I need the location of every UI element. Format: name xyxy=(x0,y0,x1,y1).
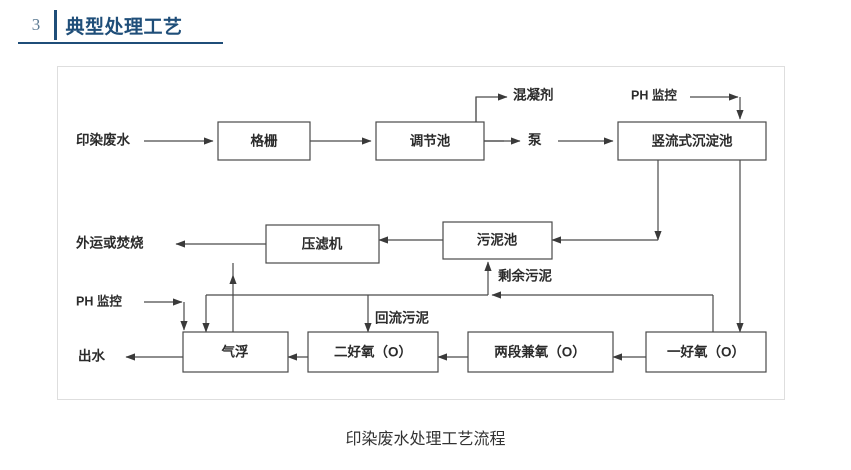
node-label-sludge-tank: 污泥池 xyxy=(477,232,518,248)
node-aerobic-first[interactable]: 一好氧（O） xyxy=(645,331,767,373)
node-label-aerobic-second: 二好氧（O） xyxy=(334,344,412,360)
label-ph-monitor-bottom: PH 监控 xyxy=(76,293,122,308)
diagram-free-labels: 印染废水 混凝剂 泵 PH 监控 外运或焚烧 剩余污泥 PH 监控 回流污泥 出… xyxy=(76,87,677,364)
node-label-settling-tank: 竖流式沉淀池 xyxy=(652,133,733,149)
node-label-regulating-tank: 调节池 xyxy=(410,133,451,149)
node-filter-press[interactable]: 压滤机 xyxy=(265,224,380,264)
header-divider xyxy=(54,10,57,40)
node-label-anoxic-two-stage: 两段兼氧（O） xyxy=(494,344,586,360)
section-number: 3 xyxy=(31,14,41,34)
node-aerobic-second[interactable]: 二好氧（O） xyxy=(307,331,439,373)
node-label-filter-press: 压滤机 xyxy=(302,236,343,252)
process-flow-diagram: 格栅 调节池 竖流式沉淀池 压滤机 污泥池 xyxy=(76,87,767,373)
label-haul-or-burn: 外运或焚烧 xyxy=(76,235,144,251)
node-label-aerobic-first: 一好氧（O） xyxy=(667,344,745,360)
page-title: 典型处理工艺 xyxy=(65,16,183,38)
label-pump: 泵 xyxy=(528,133,542,148)
label-return-sludge: 回流污泥 xyxy=(375,310,429,326)
diagram-frame: 格栅 调节池 竖流式沉淀池 压滤机 污泥池 xyxy=(57,66,785,400)
label-effluent: 出水 xyxy=(78,348,105,364)
section-header: 3 典型处理工艺 xyxy=(18,8,223,44)
node-regulating-tank[interactable]: 调节池 xyxy=(375,121,485,161)
label-ph-monitor-top: PH 监控 xyxy=(631,87,677,102)
diagram-nodes: 格栅 调节池 竖流式沉淀池 压滤机 污泥池 xyxy=(182,121,767,373)
node-label-grating: 格栅 xyxy=(251,133,278,149)
diagram-caption: 印染废水处理工艺流程 xyxy=(345,431,506,448)
node-grating[interactable]: 格栅 xyxy=(217,121,311,161)
label-coagulant: 混凝剂 xyxy=(513,87,554,103)
node-sludge-tank[interactable]: 污泥池 xyxy=(442,221,553,260)
node-label-flotation: 气浮 xyxy=(221,344,249,360)
node-settling-tank[interactable]: 竖流式沉淀池 xyxy=(617,121,767,161)
node-flotation[interactable]: 气浮 xyxy=(182,331,289,373)
node-anoxic-two-stage[interactable]: 两段兼氧（O） xyxy=(467,331,614,373)
label-influent: 印染废水 xyxy=(76,132,130,148)
label-excess-sludge: 剩余污泥 xyxy=(498,268,552,284)
